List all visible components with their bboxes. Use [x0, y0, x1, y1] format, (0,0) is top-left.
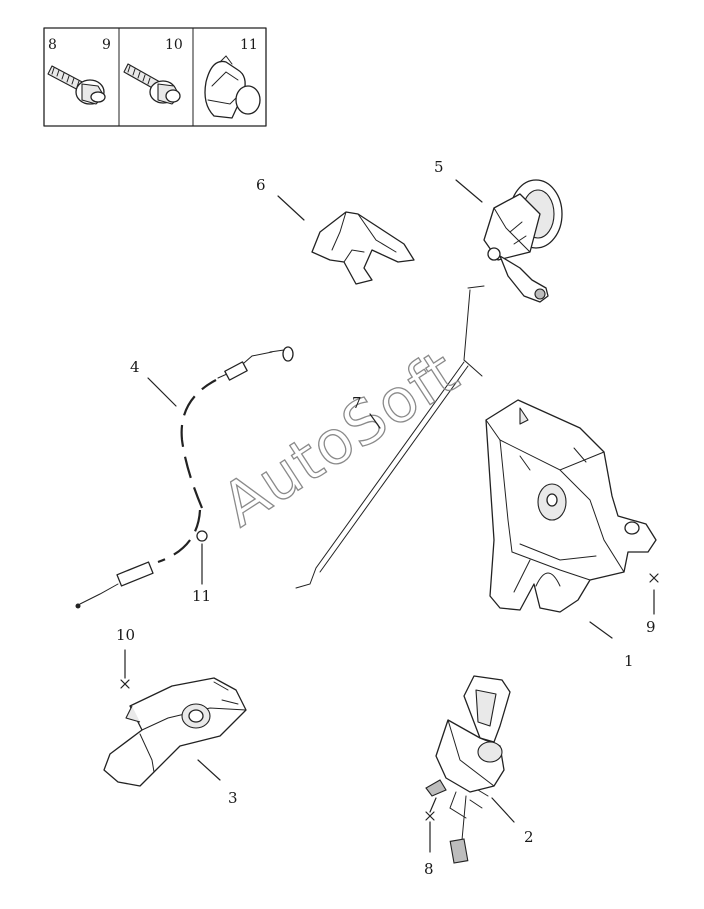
callout-5: 5	[434, 158, 444, 176]
rod-part-7	[295, 285, 485, 589]
watermark-text: AutoSoft	[210, 337, 471, 540]
fastener-legend: 8 9 10 11	[43, 27, 267, 127]
callout-2: 2	[524, 828, 534, 846]
callout-1: 1	[624, 652, 634, 670]
washer-bolt-icon	[123, 63, 181, 105]
legend-label-8: 8	[48, 37, 57, 53]
callout-4: 4	[130, 358, 140, 376]
callout-10: 10	[116, 626, 135, 644]
legend-label-10: 10	[165, 37, 183, 53]
callout-7: 7	[352, 394, 362, 412]
switch-part-2	[425, 675, 511, 864]
callout-11: 11	[192, 587, 211, 605]
callout-6: 6	[256, 176, 266, 194]
callout-9: 9	[646, 618, 656, 636]
flange-bolt-icon	[47, 65, 106, 105]
actuator-part-5	[483, 179, 563, 303]
callout-numbers: 6 5 4 7 11 9 1 10 3 2 8	[116, 158, 656, 878]
callout-8: 8	[424, 860, 434, 878]
latch-part-1	[485, 399, 657, 613]
legend-label-11: 11	[240, 37, 258, 53]
leader-lines	[124, 179, 655, 853]
bracket-part-6	[311, 211, 415, 285]
fastener-markers	[120, 573, 659, 821]
cable-part-4	[75, 346, 294, 609]
callout-3: 3	[228, 789, 238, 807]
legend-label-9: 9	[102, 37, 111, 53]
handle-part-3	[103, 677, 247, 787]
retaining-clip-icon	[204, 55, 261, 119]
